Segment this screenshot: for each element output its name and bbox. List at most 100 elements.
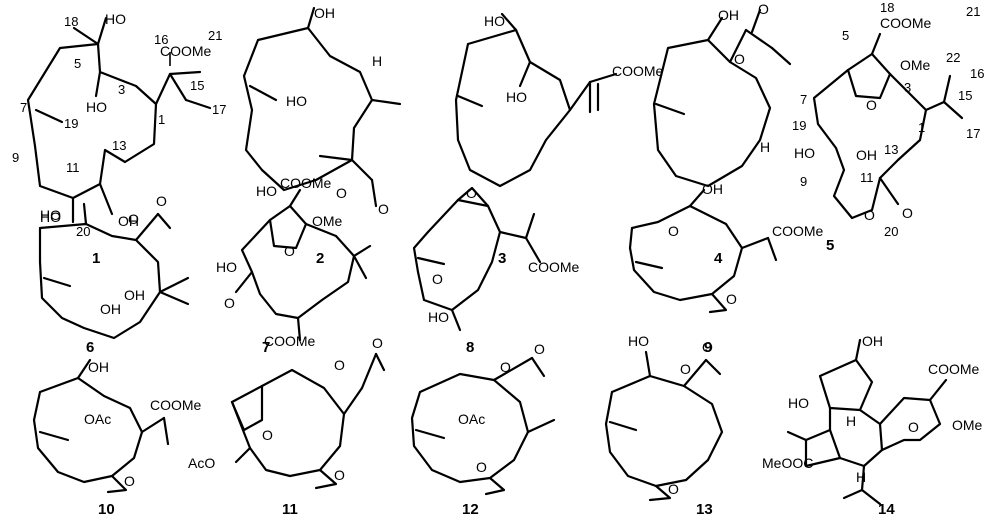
- compound-3-coome: COOMe: [612, 63, 664, 79]
- compound-4-carbonyl-o: O: [758, 1, 769, 17]
- compound-7-ketone-o: O: [224, 295, 235, 311]
- compound-4-oh: OH: [718, 7, 739, 23]
- compound-2-ho-mid: HO: [286, 93, 307, 109]
- compound-14-ring-o: O: [908, 419, 919, 435]
- compound-5-num-1: 1: [918, 120, 925, 135]
- compound-7-coome-top: COOMe: [280, 175, 332, 191]
- compound-3-label: 3: [498, 250, 506, 267]
- compound-5-coome: COOMe: [880, 15, 932, 31]
- compound-12-oac: OAc: [458, 411, 485, 427]
- compound-5-carbonyl-o: O: [902, 205, 913, 221]
- compound-1-coome: COOMe: [160, 43, 212, 59]
- compound-14-h-top: H: [846, 413, 856, 429]
- compound-1-num-18: 18: [64, 14, 78, 29]
- compound-5-num-20: 20: [884, 224, 898, 239]
- compound-14-structure: OH COOMe HO H O OMe MeOOC H 14: [762, 333, 983, 518]
- compound-9-structure: OH O COOMe O 9: [628, 181, 824, 356]
- compound-5-label: 5: [826, 237, 834, 254]
- compound-7-coome-bottom: COOMe: [264, 333, 316, 349]
- compound-1-num-21: 21: [208, 28, 222, 43]
- compound-1-num-5: 5: [74, 56, 81, 71]
- compound-1-num-19: 19: [64, 116, 78, 131]
- compound-13-ho: HO: [628, 333, 649, 349]
- compound-1-num-11: 11: [66, 160, 80, 175]
- compound-5-num-5: 5: [842, 28, 849, 43]
- compound-14-coome: COOMe: [928, 361, 980, 377]
- compound-2-carbonyl-o: O: [378, 201, 389, 217]
- compound-7-ho: HO: [216, 259, 237, 275]
- compound-10-epoxide-o: O: [124, 473, 135, 489]
- compound-1-num-3: 3: [118, 82, 125, 97]
- compound-8-ho: HO: [428, 309, 449, 325]
- compound-3-structure: HO HO COOMe 3: [454, 12, 664, 267]
- compound-7-label: 7: [262, 339, 270, 356]
- compound-6-oh-a: OH: [124, 287, 145, 303]
- compound-2-structure: OH HO HO O O H 2: [242, 5, 402, 267]
- compound-11-ring-o: O: [334, 357, 345, 373]
- compound-11-structure: O O O AcO O 11: [188, 335, 386, 518]
- compound-6-carbonyl-o: O: [156, 193, 167, 209]
- compound-10-structure: OH COOMe OAc O 10: [32, 358, 202, 518]
- compound-1-label: 1: [92, 250, 100, 267]
- compound-5-ome: OMe: [900, 57, 931, 73]
- compound-6-oh-b: OH: [100, 301, 121, 317]
- compound-1-num-20: 20: [76, 224, 90, 239]
- compound-8-label: 8: [466, 339, 474, 356]
- compound-11-epoxide-o: O: [334, 467, 345, 483]
- compound-4-structure: OH O O H 4: [652, 1, 792, 267]
- compound-6-structure: HO O O OH OH 6: [38, 193, 190, 356]
- compound-7-ome: OMe: [312, 213, 343, 229]
- compound-12-ring-o: O: [500, 359, 511, 375]
- compound-2-label: 2: [316, 250, 324, 267]
- compound-14-ho: HO: [788, 395, 809, 411]
- compound-11-carbonyl-o: O: [372, 335, 383, 351]
- compound-12-label: 12: [462, 501, 479, 518]
- compound-13-structure: HO O O O 13: [604, 333, 724, 518]
- compound-13-ring-o: O: [680, 361, 691, 377]
- compound-5-num-18: 18: [880, 0, 894, 15]
- compound-8-structure: O O HO COOMe 8: [412, 185, 580, 356]
- compound-11-aco: AcO: [188, 455, 215, 471]
- compound-1-num-15: 15: [190, 78, 204, 93]
- compound-9-ketone-o: O: [668, 223, 679, 239]
- compound-14-h-bottom: H: [856, 469, 866, 485]
- compound-10-oac: OAc: [84, 411, 111, 427]
- compound-3-ho-top: HO: [484, 13, 505, 29]
- compound-4-label: 4: [714, 250, 723, 267]
- compound-9-coome: COOMe: [772, 223, 824, 239]
- compound-1-num-7: 7: [20, 100, 27, 115]
- compound-10-oh: OH: [88, 359, 109, 375]
- compound-5-num-16: 16: [970, 66, 984, 81]
- compound-11-label: 11: [282, 501, 298, 518]
- compound-6-label: 6: [86, 339, 94, 356]
- compound-5-lactone-o: O: [864, 207, 875, 223]
- compound-1-ho-11: HO: [40, 207, 61, 223]
- compound-14-label: 14: [878, 501, 895, 518]
- compound-8-coome: COOMe: [528, 259, 580, 275]
- compound-6-ring-o: O: [128, 211, 139, 227]
- compound-8-epoxide-o: O: [466, 185, 477, 201]
- compound-5-oh: OH: [856, 147, 877, 163]
- compound-5-num-11: 11: [860, 170, 874, 185]
- compound-7-furan-o: O: [284, 243, 295, 259]
- compound-9-label: 9: [704, 339, 712, 356]
- compound-1-num-9: 9: [12, 150, 19, 165]
- compound-1-ho-3: HO: [86, 99, 107, 115]
- compound-1-num-13: 13: [112, 138, 126, 153]
- compound-7-structure: COOMe OMe O HO O COOMe 7: [216, 175, 372, 356]
- compound-1-num-17: 17: [212, 102, 226, 117]
- compound-4-ring-o: O: [734, 51, 745, 67]
- compound-9-epoxide-o: O: [726, 291, 737, 307]
- compound-5-num-17: 17: [966, 126, 980, 141]
- compound-5-furan-o: O: [866, 97, 877, 113]
- compound-1-oh-12: OH: [118, 213, 139, 229]
- compound-5-num-7: 7: [800, 92, 807, 107]
- compound-12-epoxide-o: O: [476, 459, 487, 475]
- compound-5-num-19: 19: [792, 118, 806, 133]
- compound-2-h: H: [372, 53, 382, 69]
- compound-14-ome: OMe: [952, 417, 983, 433]
- compound-13-label: 13: [696, 501, 713, 518]
- compound-2-ring-o: O: [336, 185, 347, 201]
- compound-5-num-13: 13: [884, 142, 898, 157]
